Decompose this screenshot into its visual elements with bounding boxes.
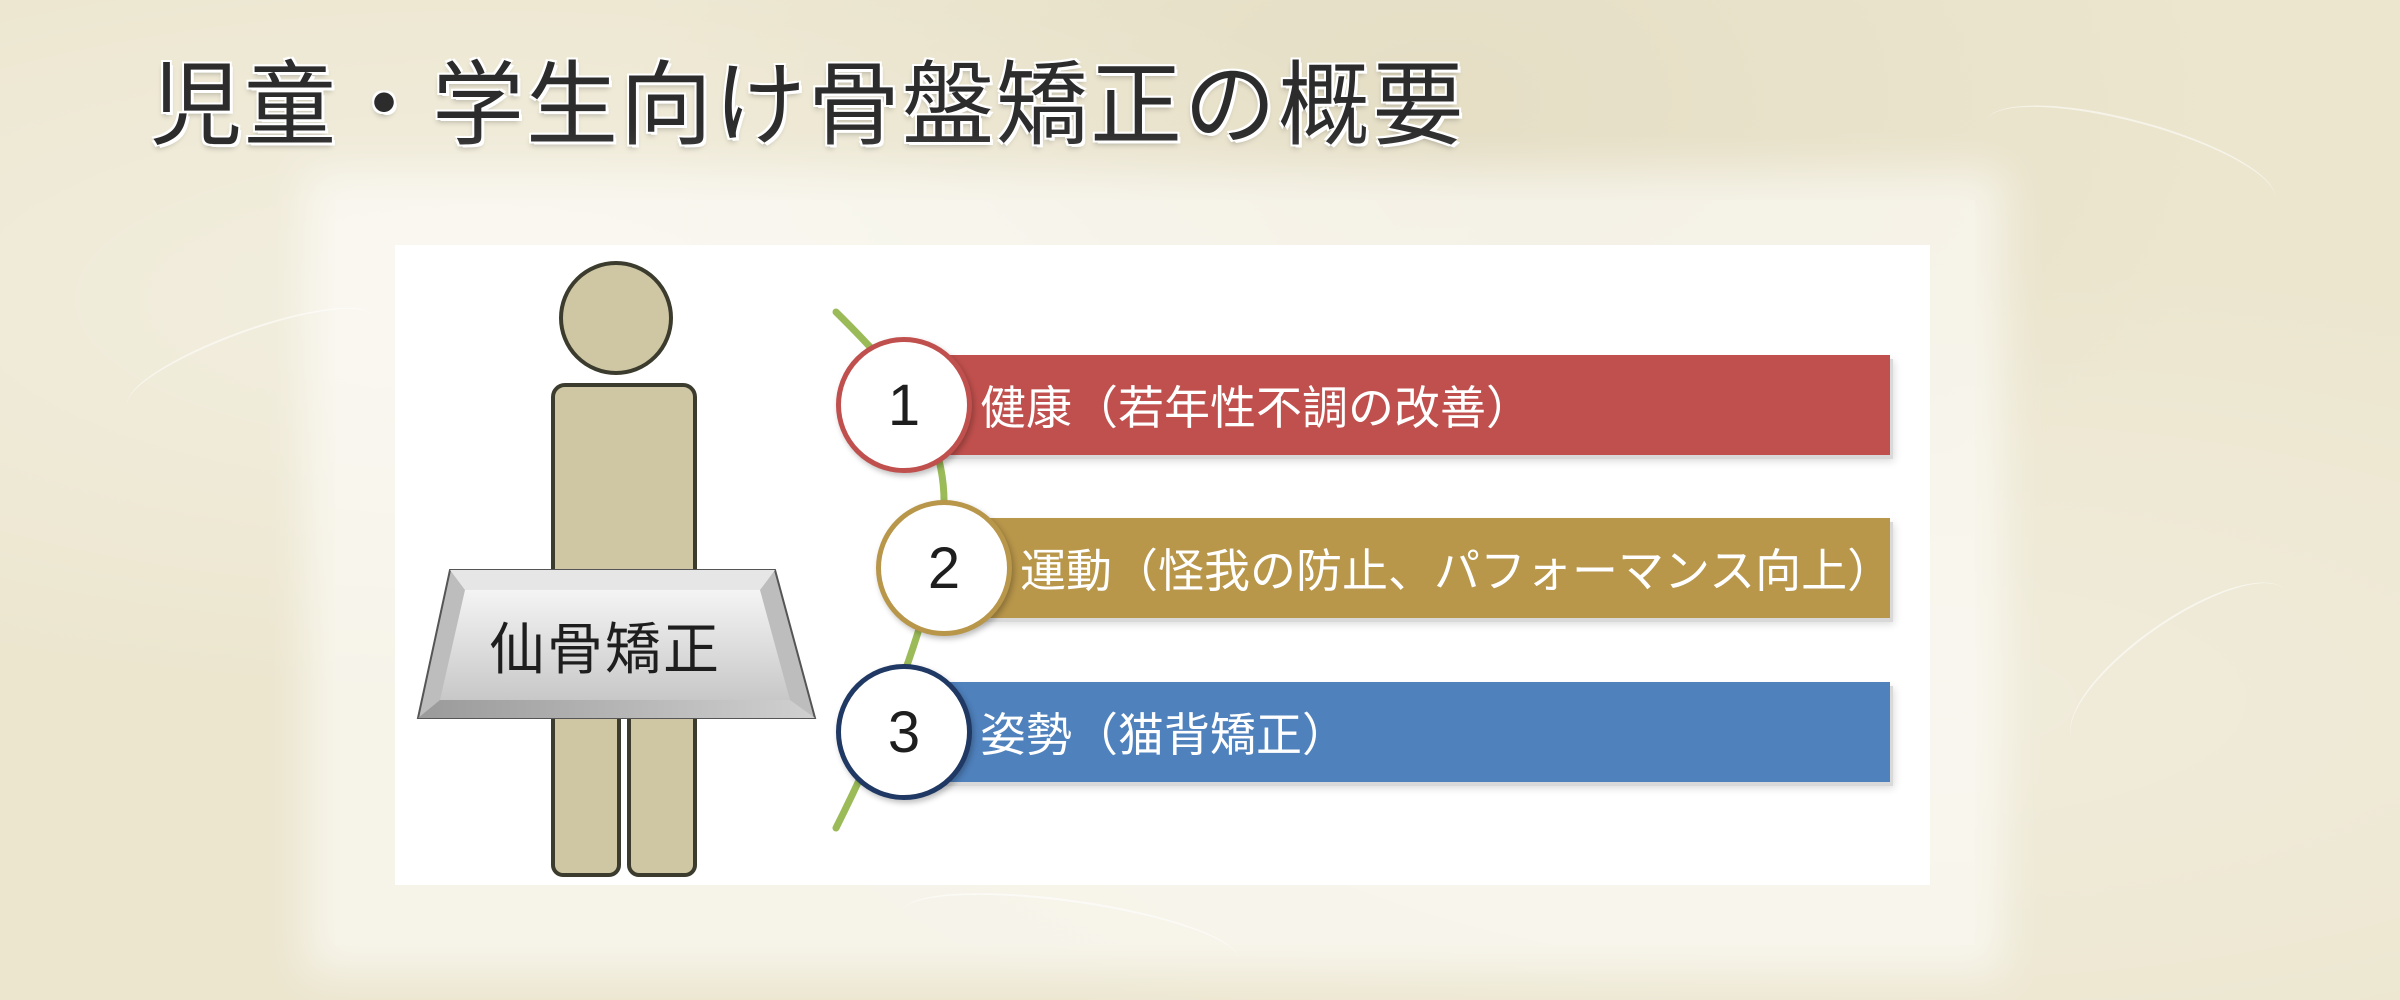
item-badge-3: 3 bbox=[836, 664, 972, 800]
sacrum-label-text: 仙骨矯正 bbox=[489, 617, 721, 683]
item-badge-1: 1 bbox=[836, 337, 972, 473]
item-badge-2: 2 bbox=[876, 500, 1012, 636]
item-2-text: 運動（怪我の防止、パフォーマンス向上） bbox=[1020, 544, 1894, 598]
slide-title: 児童・学生向け骨盤矯正の概要 bbox=[150, 52, 1467, 159]
item-bar-1: 健康（若年性不調の改善） bbox=[920, 355, 1890, 455]
item-2-number: 2 bbox=[927, 535, 961, 601]
item-1-number: 1 bbox=[887, 372, 921, 438]
item-1-text: 健康（若年性不調の改善） bbox=[980, 381, 1532, 435]
figure-head bbox=[559, 261, 673, 375]
sacrum-plate bbox=[416, 569, 817, 719]
item-3-text: 姿勢（猫背矯正） bbox=[980, 708, 1348, 762]
item-bar-2: 運動（怪我の防止、パフォーマンス向上） bbox=[960, 518, 1894, 618]
item-bar-3: 姿勢（猫背矯正） bbox=[920, 682, 1890, 782]
sacrum-plate-label: 仙骨矯正 bbox=[415, 570, 795, 720]
item-3-number: 3 bbox=[887, 699, 921, 765]
